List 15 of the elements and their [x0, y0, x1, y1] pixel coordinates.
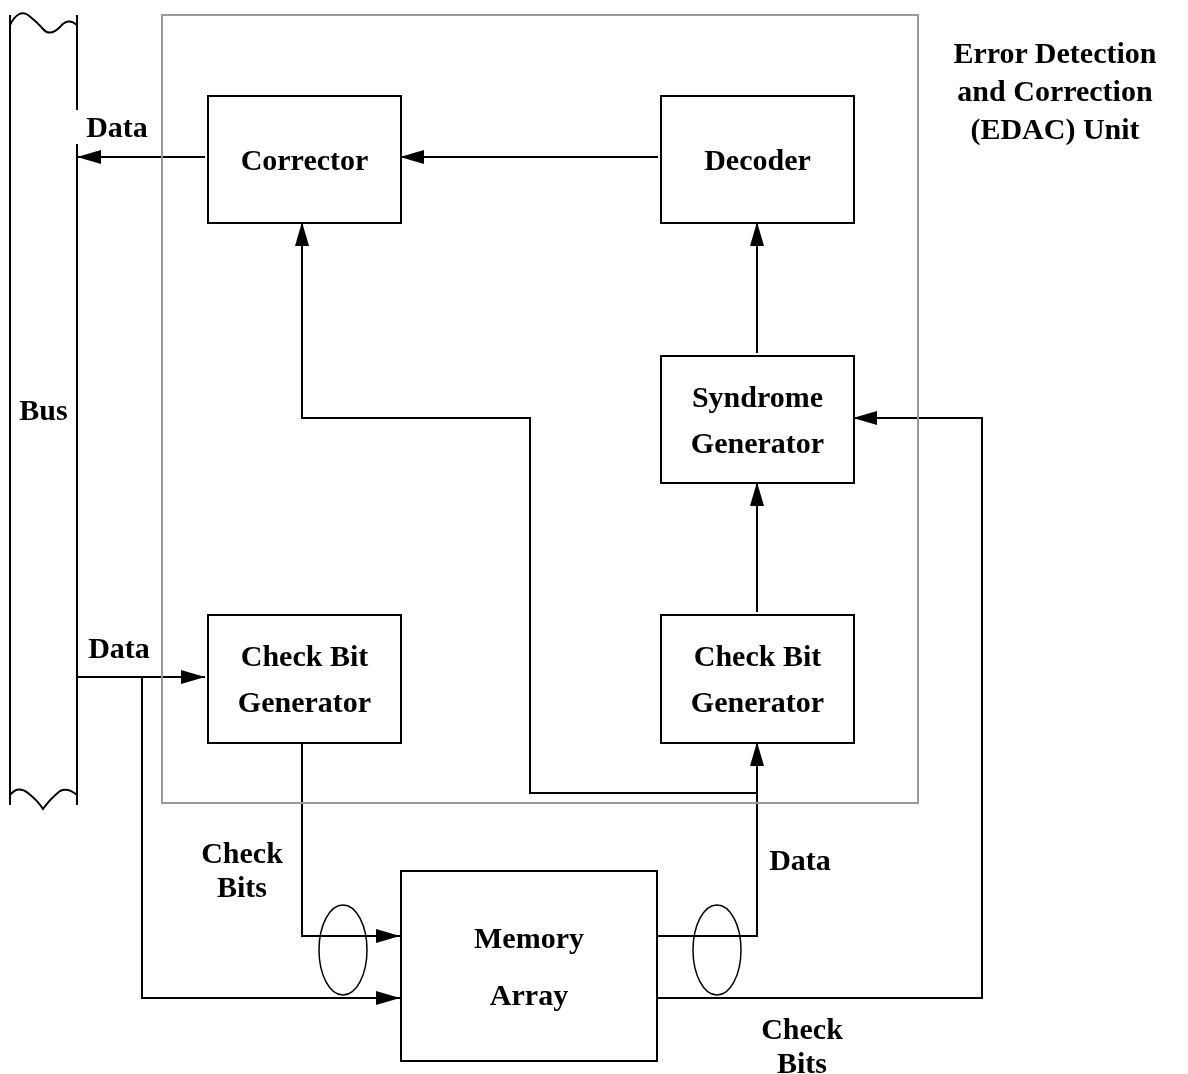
unit-heading: Error Detection and Correction (EDAC) Unit — [952, 35, 1158, 147]
block-label: Check Bit Generator — [689, 638, 826, 720]
block-label: Syndrome Generator — [689, 378, 826, 461]
block-label: Check Bit Generator — [236, 638, 373, 720]
function-block — [207, 614, 402, 744]
function-block — [400, 870, 658, 1062]
block-label: Memory Array — [473, 920, 585, 1013]
arrow — [76, 150, 206, 164]
function-block — [660, 355, 855, 484]
block-label: Decoder — [703, 141, 812, 178]
block-label: Corrector — [239, 141, 370, 178]
function-block — [207, 95, 402, 224]
function-block — [660, 614, 855, 744]
arrow — [657, 411, 983, 999]
function-block — [660, 95, 855, 224]
